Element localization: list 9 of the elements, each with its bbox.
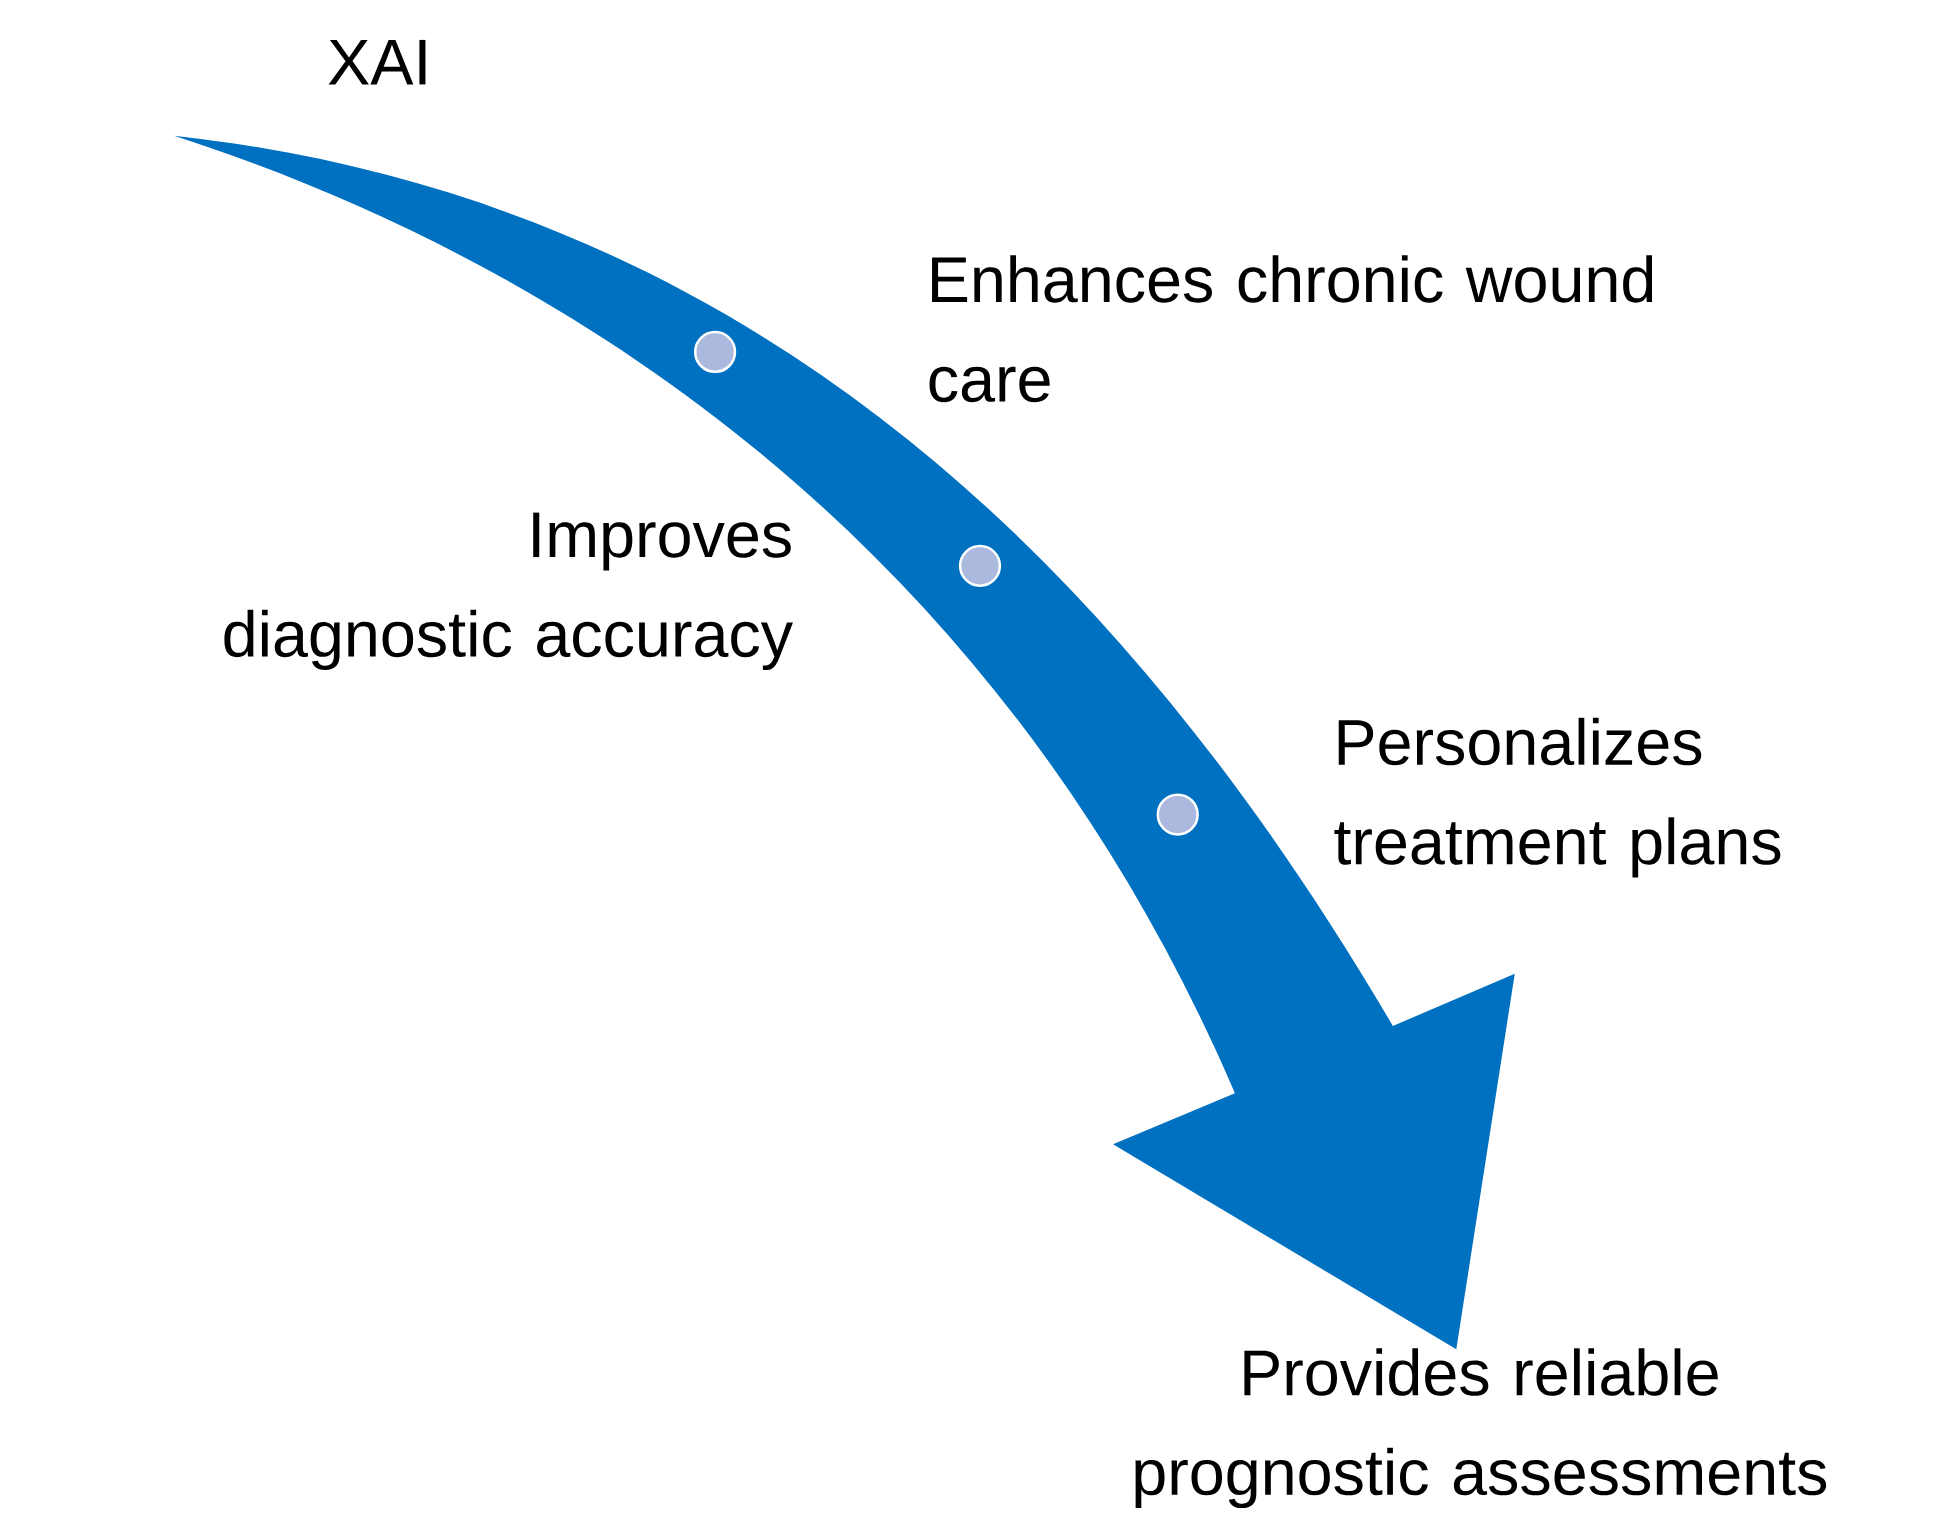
side-text: Enhances chronic wound care — [929, 255, 1653, 403]
dot-marker — [1156, 793, 1199, 836]
side-text: Improves diagnostic accuracy — [224, 512, 793, 670]
side-text: Personalizes treatment plans — [1334, 717, 1781, 878]
curved-arrow — [174, 135, 1515, 1350]
text-label: XAI — [328, 39, 426, 85]
dot-marker — [958, 544, 1002, 587]
dot-marker — [693, 330, 737, 373]
text-label: Provides reliable prognostic assessments — [1135, 1348, 1827, 1509]
